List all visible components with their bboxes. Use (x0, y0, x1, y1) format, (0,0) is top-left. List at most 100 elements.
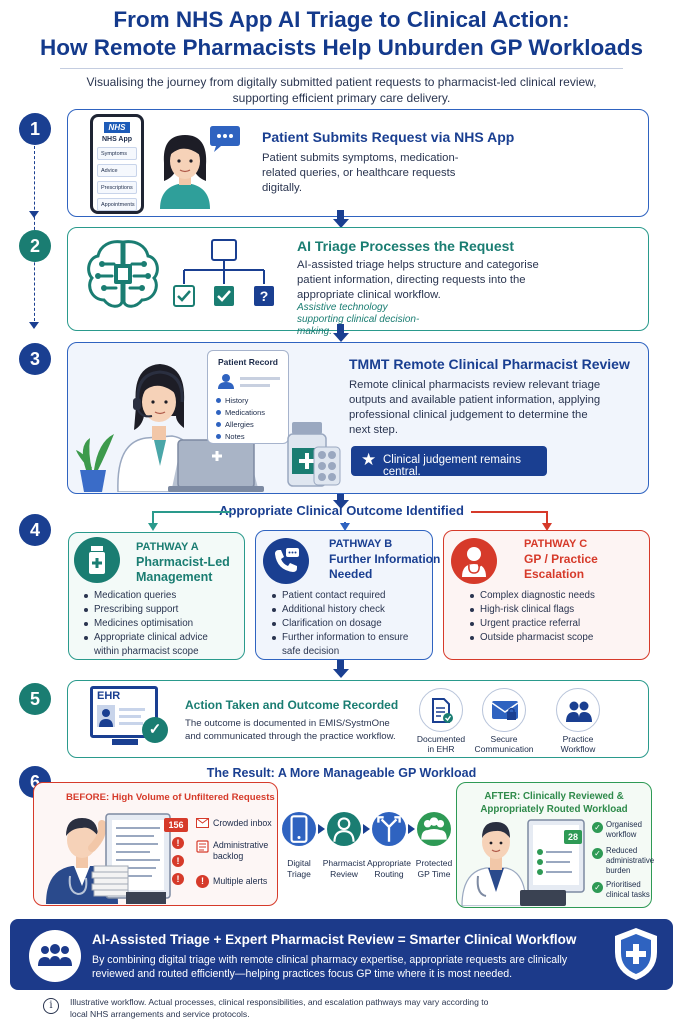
step-2-title: AI Triage Processes the Request (297, 238, 515, 254)
pathway-list-item: Outside pharmacist scope (469, 631, 639, 645)
connector-1-2-head (333, 219, 349, 228)
connector-4-5 (337, 660, 344, 670)
practice-workflow-icon-circle (556, 688, 600, 732)
phone-menu-item[interactable]: Advice (97, 164, 137, 177)
alert-dot-1: ! (172, 837, 184, 849)
step-2-body: AI-assisted triage helps structure and c… (297, 259, 539, 301)
record-bullet-icon (216, 434, 221, 439)
summary-title: AI-Assisted Triage + Expert Pharmacist R… (92, 932, 577, 947)
ehr-monitor-stand (112, 739, 138, 745)
flow-step-icon (327, 812, 361, 846)
pathway-b-tag: PATHWAY B (329, 538, 393, 550)
team-icon (566, 701, 592, 722)
ehr-label: EHR (97, 690, 121, 702)
phone-app-title: NHS App (101, 136, 133, 143)
pathway-list-item: Appropriate clinical advice within pharm… (83, 631, 233, 659)
step-1-number: 1 (19, 113, 51, 145)
step-5-card (67, 680, 649, 758)
connector-3-4 (337, 494, 344, 500)
timeline-arrow-1 (29, 211, 39, 218)
before-item-3: Multiple alerts (213, 876, 268, 886)
phone-chat-icon-circle (263, 538, 309, 584)
record-bullet-icon (216, 398, 221, 403)
gp-icon-circle (451, 538, 497, 584)
step-4-number: 4 (19, 514, 51, 546)
phone-menu-item[interactable]: Prescriptions (97, 181, 137, 194)
step-3-number: 3 (19, 343, 51, 375)
check-icon: ✓ (592, 848, 603, 859)
secure-comm-icon-circle (482, 688, 526, 732)
pathway-c-tag: PATHWAY C (524, 538, 588, 550)
phone-menu-item[interactable]: Appointments (97, 198, 137, 211)
shield-plus-icon (615, 928, 657, 980)
flow-arrow-icon (363, 824, 370, 834)
record-item: Notes (216, 431, 265, 443)
step-3-title: TMMT Remote Clinical Pharmacist Review (349, 356, 630, 372)
phone-menu-item[interactable]: Symptoms (97, 147, 137, 160)
record-bullet-icon (216, 422, 221, 427)
record-item: Medications (216, 407, 265, 419)
step-4-heading: Appropriate Clinical Outcome Identified (219, 503, 464, 518)
documented-icon-circle (419, 688, 463, 732)
pathway-a-tag: PATHWAY A (136, 541, 199, 553)
connector-2-3-head (333, 333, 349, 342)
pharmacist-illustration (76, 364, 264, 492)
check-circle-icon: ✓ (142, 717, 168, 743)
record-bullet-icon (216, 410, 221, 415)
summary-banner (10, 919, 673, 990)
medicine-bottle-icon-small (89, 546, 105, 574)
phone-chat-icon (275, 548, 299, 572)
before-item-2: Administrative backlog (213, 840, 269, 861)
after-title: AFTER: Clinically Reviewed &Appropriatel… (480, 791, 628, 815)
record-item-label: Notes (225, 432, 245, 441)
pathway-list-item: Additional history check (271, 603, 421, 617)
flow-step-icon (282, 812, 316, 846)
envelope-lock-icon (491, 701, 519, 720)
after-list-item: Reduced administrative burden (606, 846, 655, 875)
page-title: From NHS App AI Triage to Clinical Actio… (39, 7, 644, 60)
record-item: History (216, 395, 265, 407)
before-title: BEFORE: High Volume of Unfiltered Reques… (66, 792, 275, 803)
step-2-number: 2 (19, 230, 51, 262)
after-inbox-count: 28 (564, 830, 582, 844)
record-item-label: History (225, 396, 249, 405)
record-item: Allergies (216, 419, 265, 431)
before-inbox-count: 156 (164, 818, 188, 832)
clinical-judgement-text: Clinical judgement remains central. (383, 454, 522, 478)
gp-doctor-icon (462, 547, 486, 577)
flow-step-icon (372, 812, 406, 846)
info-icon: i (43, 998, 59, 1014)
chat-bubble-icon (210, 126, 240, 152)
pathway-list-item: High-risk clinical flags (469, 603, 639, 617)
pathway-list-item: Prescribing support (83, 603, 233, 617)
after-list-item: Organised workflow (606, 820, 642, 839)
step-6-heading: The Result: A More Manageable GP Workloa… (206, 766, 477, 780)
nhs-logo: NHS (104, 122, 130, 133)
title-divider (60, 68, 623, 69)
document-check-icon (432, 698, 453, 723)
triage-tree-diagram (173, 239, 274, 307)
connector-4-5-head (333, 669, 349, 678)
ehr-profile-icon (97, 705, 145, 727)
clinical-judgement-banner: ★ Clinical judgement remains central. (351, 446, 547, 478)
pill-blister-icon (313, 446, 341, 486)
pathway-list-item: Complex diagnostic needs (469, 589, 639, 603)
step-5-body: The outcome is documented in EMIS/SystmO… (185, 718, 396, 742)
team-icon-circle (29, 930, 81, 982)
pathway-list-item: Medicines optimisation (83, 617, 233, 631)
pathway-list-item: Clarification on dosage (271, 617, 421, 631)
connector-2-3 (337, 324, 344, 334)
flow-step-icon (417, 812, 451, 846)
record-item-label: Medications (225, 408, 266, 417)
